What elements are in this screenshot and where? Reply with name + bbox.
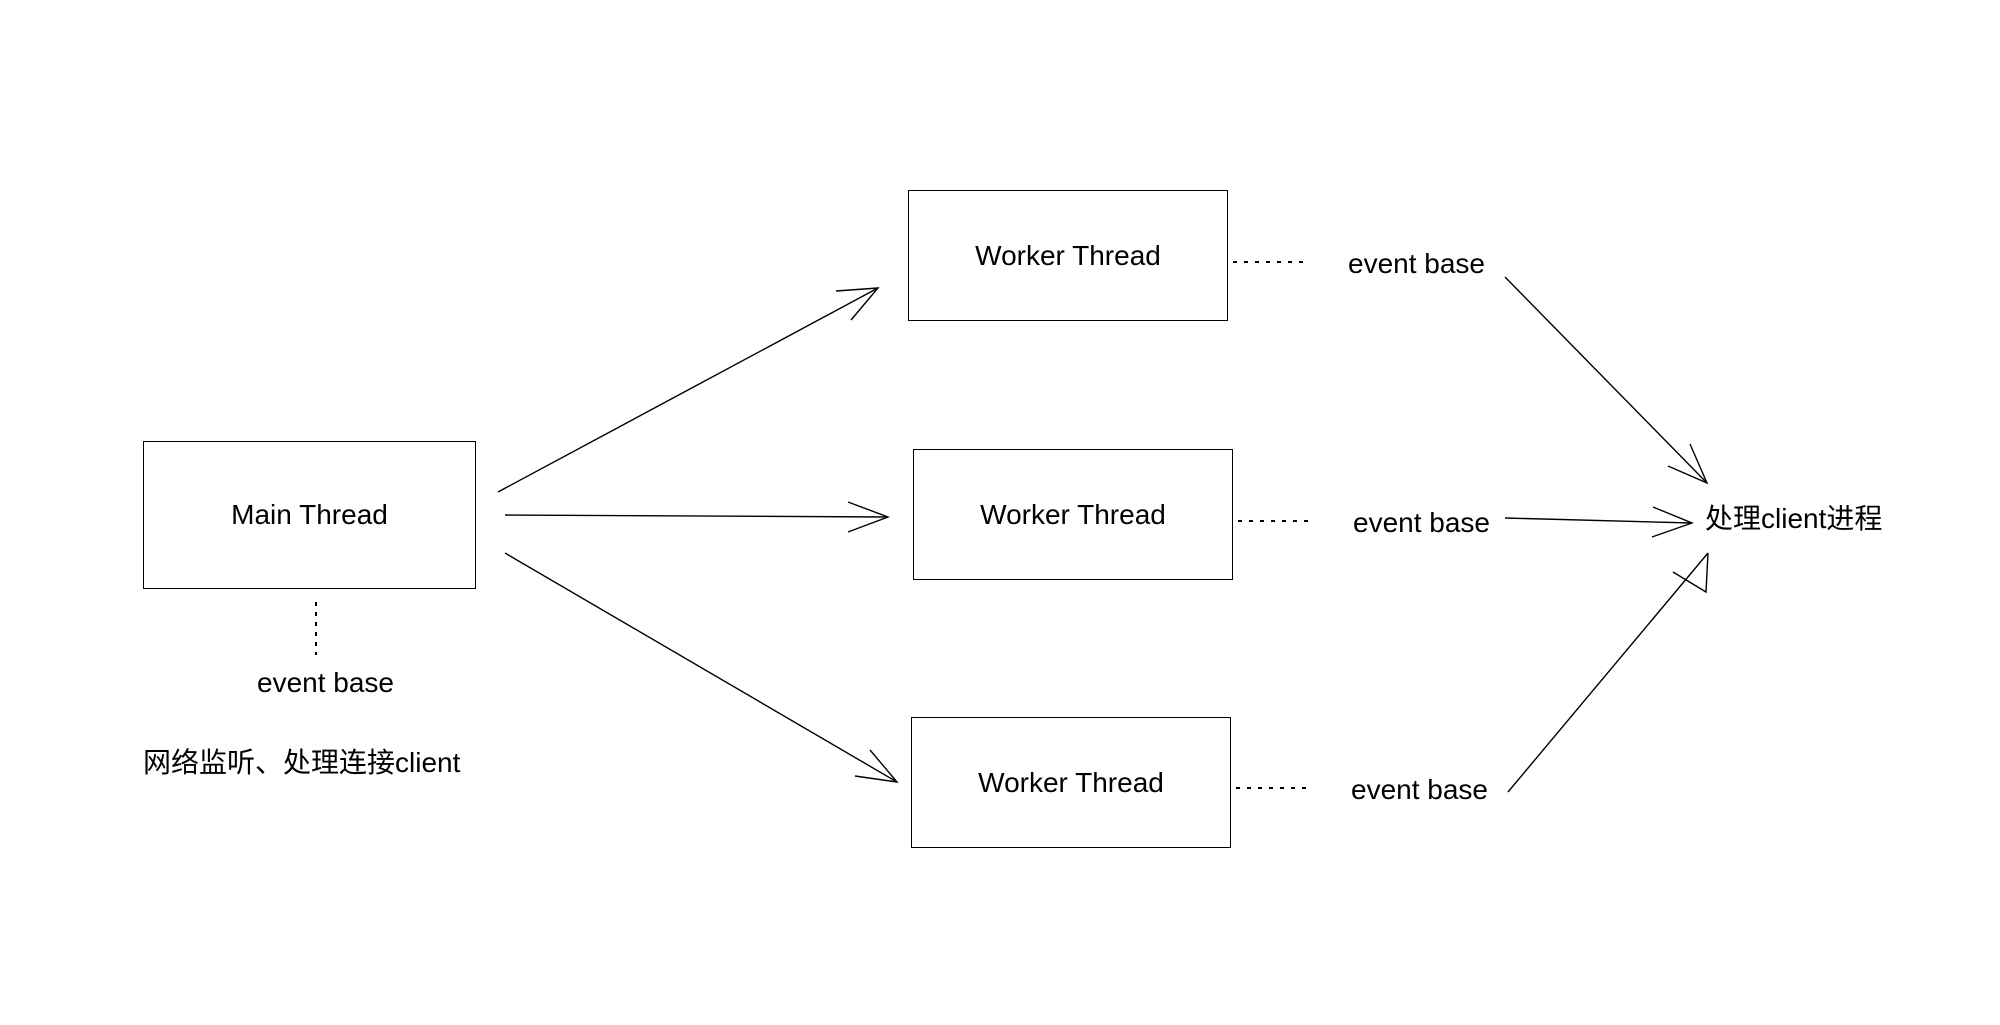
arrowhead-worker-1	[835, 287, 880, 321]
main-thread-box: Main Thread	[143, 441, 476, 589]
worker-thread-box-1: Worker Thread	[908, 190, 1228, 321]
main-thread-event-base-label: event base	[257, 667, 394, 698]
worker-thread-box-3: Worker Thread	[911, 717, 1231, 848]
worker-thread-label: Worker Thread	[978, 766, 1164, 798]
arrow-event-base-3-to-client	[1507, 552, 1709, 793]
arrow-event-base-1-to-client	[1504, 276, 1708, 484]
worker-event-base-label: event base	[1348, 248, 1485, 279]
arrowhead-worker-2	[847, 501, 890, 533]
arrow-main-to-worker-1	[497, 287, 879, 493]
arrowhead-client-1	[1667, 443, 1709, 485]
arrowhead-client-3	[1672, 552, 1709, 594]
arrowhead-worker-3	[854, 749, 899, 783]
worker-thread-box-2: Worker Thread	[913, 449, 1233, 580]
worker-event-base-label: event base	[1351, 774, 1488, 805]
arrow-main-to-worker-2	[504, 514, 889, 518]
arrowhead-client-2	[1651, 506, 1694, 538]
client-process-label: 处理client进程	[1705, 503, 1883, 534]
arrow-event-base-2-to-client	[1504, 517, 1693, 524]
main-thread-caption: 网络监听、处理连接client	[143, 747, 461, 778]
worker-thread-label: Worker Thread	[980, 498, 1166, 530]
main-thread-label: Main Thread	[231, 499, 388, 530]
arrow-main-to-worker-3	[504, 552, 898, 783]
worker-event-base-label: event base	[1353, 507, 1490, 538]
worker-thread-label: Worker Thread	[975, 239, 1161, 271]
